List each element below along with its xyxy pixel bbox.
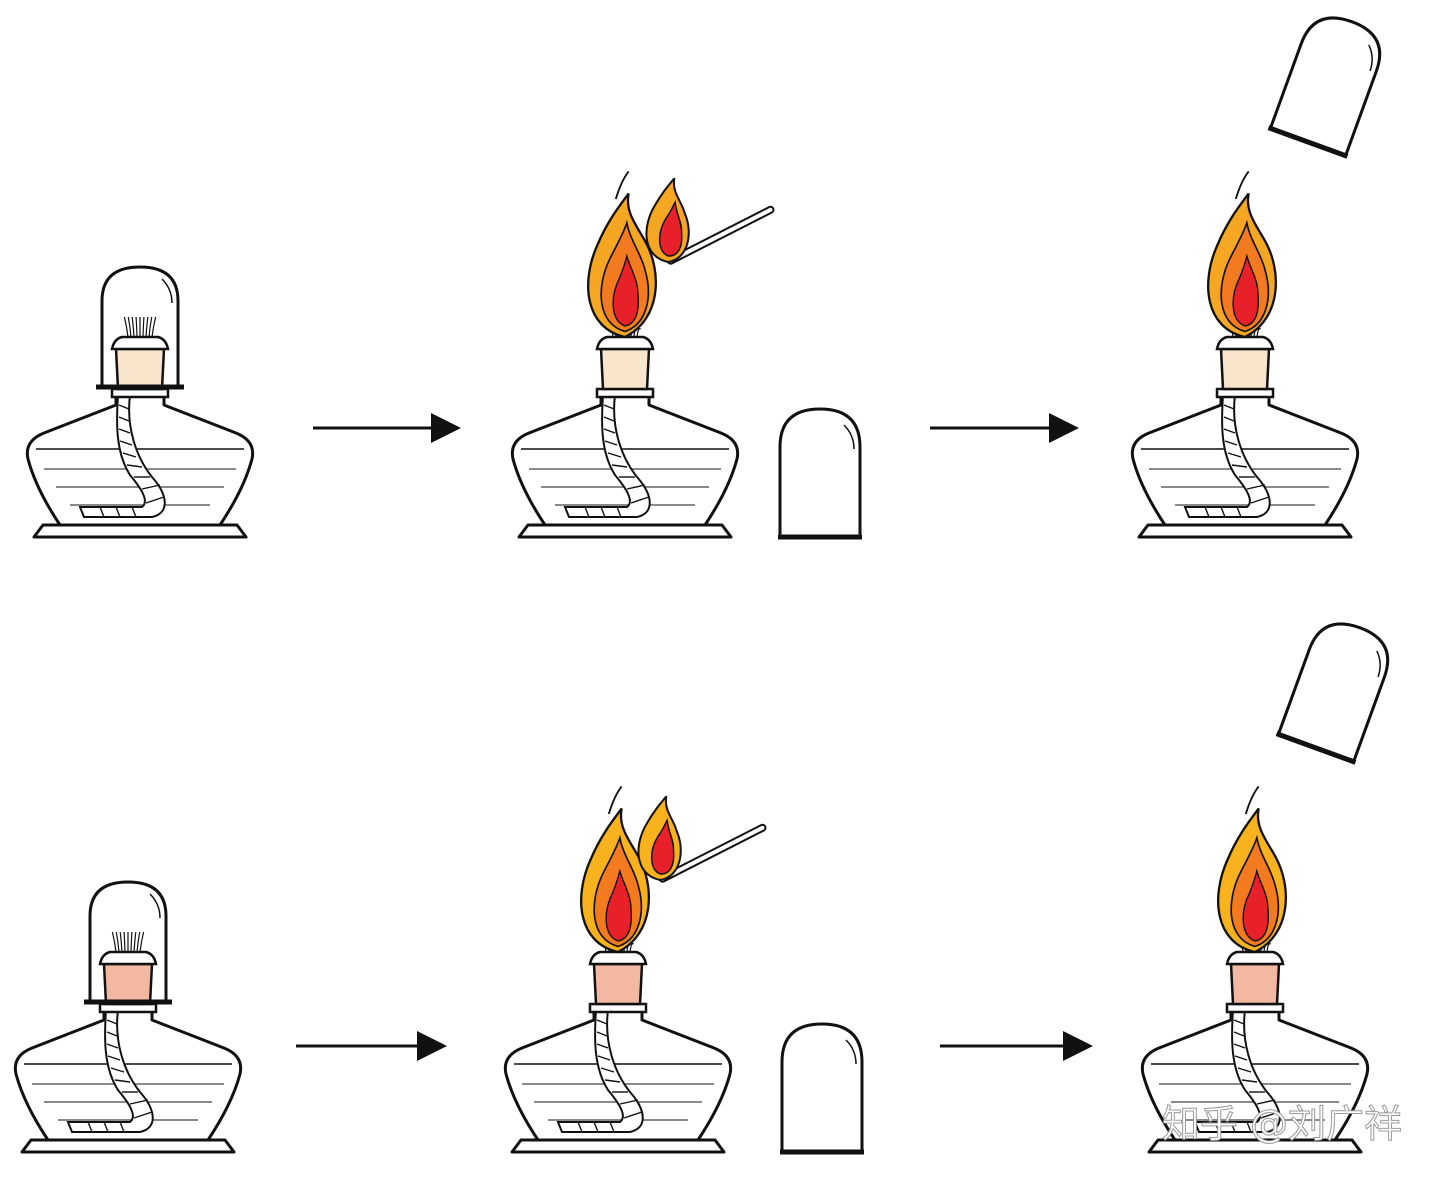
- flame: [1217, 785, 1288, 954]
- flame-core: [605, 868, 632, 942]
- flame-wisp: [1234, 170, 1250, 200]
- lamp-cap-highlight: [149, 893, 161, 919]
- lamp-body: [503, 1008, 733, 1154]
- watermark-text: 知乎 @刘广祥: [1162, 1102, 1402, 1146]
- lit-match: [645, 177, 775, 265]
- wick-holder: [102, 962, 154, 1006]
- wick-holder: [114, 347, 166, 391]
- flame-core: [1232, 253, 1259, 327]
- flame-wisp: [607, 785, 623, 815]
- process-step: [1130, 7, 1392, 539]
- flame-core: [1242, 868, 1269, 942]
- alcohol-lamp: [13, 880, 243, 1154]
- lamp-cap-lifted: [1269, 7, 1392, 156]
- lamp-cap-beside: [778, 409, 862, 537]
- flame-wisp: [1244, 785, 1260, 815]
- flame: [587, 170, 658, 339]
- lamp-cap: [100, 265, 180, 387]
- wick-holder: [1219, 347, 1271, 391]
- flame: [580, 785, 651, 954]
- wick-cap-rim: [595, 335, 655, 351]
- alcohol-lamp: [510, 328, 740, 539]
- flame: [1207, 170, 1278, 339]
- lamp-cap-highlight: [161, 278, 173, 304]
- alcohol-lamp: [1130, 328, 1360, 539]
- wick-cap-rim: [98, 950, 158, 966]
- process-step: [503, 785, 864, 1154]
- lamp-body: [510, 393, 740, 539]
- match-flame-core: [650, 817, 675, 875]
- wick-cap-rim: [1215, 335, 1275, 351]
- lamp-body: [13, 1008, 243, 1154]
- wick-holder: [592, 962, 644, 1006]
- flame-wisp: [614, 170, 630, 200]
- process-row: [13, 613, 1400, 1154]
- lamp-cap: [88, 880, 168, 1002]
- process-step: [13, 880, 243, 1154]
- wick-tuft: [111, 931, 145, 953]
- alcohol-lamp: [25, 265, 255, 539]
- process-row: [25, 7, 1392, 539]
- wick-cap-rim: [110, 335, 170, 351]
- lamp-body: [1130, 393, 1360, 539]
- match-flame: [637, 795, 682, 882]
- lamp-cap-lifted: [1277, 613, 1400, 762]
- process-step: [25, 265, 255, 539]
- process-step: [1140, 613, 1400, 1154]
- wick-cap-rim: [1225, 950, 1285, 966]
- flame-core: [612, 253, 639, 327]
- alcohol-lamp: [503, 943, 733, 1154]
- process-step: [510, 170, 862, 539]
- wick-tuft: [123, 316, 157, 338]
- alcohol-lamp: [1140, 943, 1370, 1154]
- wick-holder: [1229, 962, 1281, 1006]
- lamp-body: [25, 393, 255, 539]
- match-flame-core: [658, 199, 683, 257]
- wick-holder: [599, 347, 651, 391]
- match-flame: [645, 177, 690, 264]
- wick-cap-rim: [588, 950, 648, 966]
- lamp-cap-beside: [780, 1024, 864, 1152]
- lit-match: [637, 795, 767, 883]
